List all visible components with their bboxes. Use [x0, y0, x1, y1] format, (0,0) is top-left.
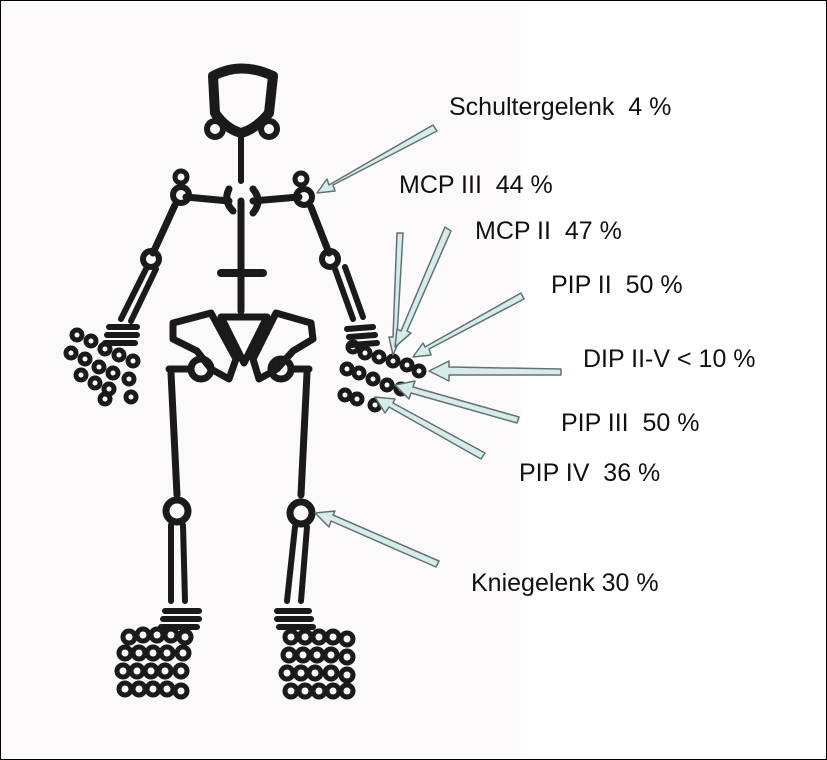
wrist-right-1 — [347, 327, 373, 329]
label-shoulder: Schultergelenk 4 % — [449, 95, 671, 120]
shoulder-girdle-right — [253, 197, 299, 201]
wrist-right-2 — [349, 335, 375, 337]
label-knee: Kniegelenk 30 % — [471, 571, 659, 596]
label-pip3: PIP III 50 % — [561, 411, 700, 436]
shin-left-b — [183, 525, 185, 601]
label-pip4: PIP IV 36 % — [519, 461, 660, 486]
label-dip: DIP II-V < 10 % — [583, 347, 756, 372]
label-pip2: PIP II 50 % — [551, 273, 683, 298]
label-mcp2: MCP II 47 % — [475, 219, 622, 244]
shoulder-girdle-left — [186, 197, 229, 201]
label-mcp3: MCP III 44 % — [399, 173, 553, 198]
